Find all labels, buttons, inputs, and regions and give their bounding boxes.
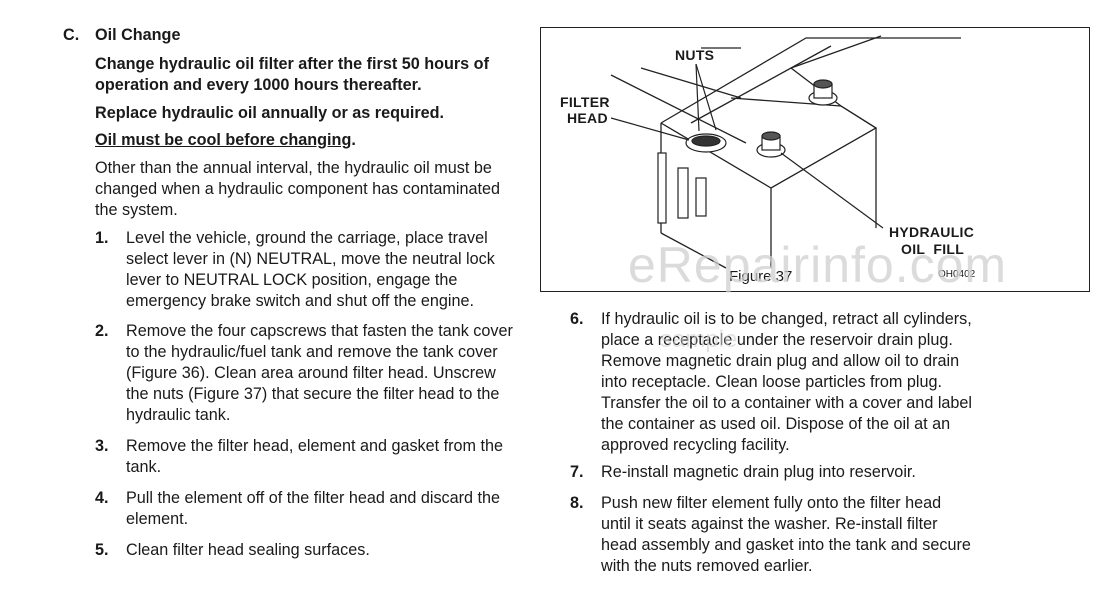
intro-caution-period: . [351, 131, 356, 149]
step-number: 5. [95, 541, 109, 559]
intro-caution-underlined: Oil must be cool before changing [95, 131, 352, 149]
figure-37: NUTS FILTER HEAD HYDRAULIC OIL FILL Figu… [540, 27, 1090, 292]
step-number: 8. [570, 494, 584, 512]
step-number: 2. [95, 322, 109, 340]
intro-text: Other than the annual interval, the hydr… [95, 159, 500, 219]
label-nuts: NUTS [675, 47, 715, 63]
step-number: 6. [570, 310, 584, 328]
label-head: HEAD [567, 110, 608, 126]
intro-caution: Oil must be cool before changing. [95, 130, 525, 151]
label-oil-fill: OIL FILL [901, 241, 965, 257]
section-letter: C. [63, 26, 80, 44]
step-text: Remove the four capscrews that fasten th… [126, 322, 513, 424]
step-text: Re-install magnetic drain plug into rese… [601, 463, 916, 481]
step-number: 4. [95, 489, 109, 507]
figure-code: OH0402 [938, 269, 976, 280]
step-text: Level the vehicle, ground the carriage, … [126, 229, 495, 310]
section-title: Oil Change [95, 26, 181, 44]
watermark-sub: sample [660, 326, 738, 353]
step-text: Push new filter element fully onto the f… [601, 494, 971, 575]
intro-bold-2: Replace hydraulic oil annually or as req… [95, 104, 445, 122]
watermark-main: eRepairinfo.com [628, 237, 1008, 293]
step-number: 3. [95, 437, 109, 455]
step-text: Pull the element off of the filter head … [126, 489, 501, 528]
step-number: 1. [95, 229, 109, 247]
label-filter: FILTER [560, 94, 610, 110]
intro-bold-1: Change hydraulic oil filter after the fi… [95, 55, 489, 94]
hydraulic-tank-illustration [610, 35, 961, 269]
step-number: 7. [570, 463, 584, 481]
figure-caption: Figure 37 [729, 268, 793, 285]
step-text: If hydraulic oil is to be changed, retra… [601, 310, 973, 454]
step-text: Clean filter head sealing surfaces. [126, 541, 370, 559]
label-hydraulic: HYDRAULIC [889, 224, 975, 240]
step-text: Remove the filter head, element and gask… [126, 437, 504, 476]
